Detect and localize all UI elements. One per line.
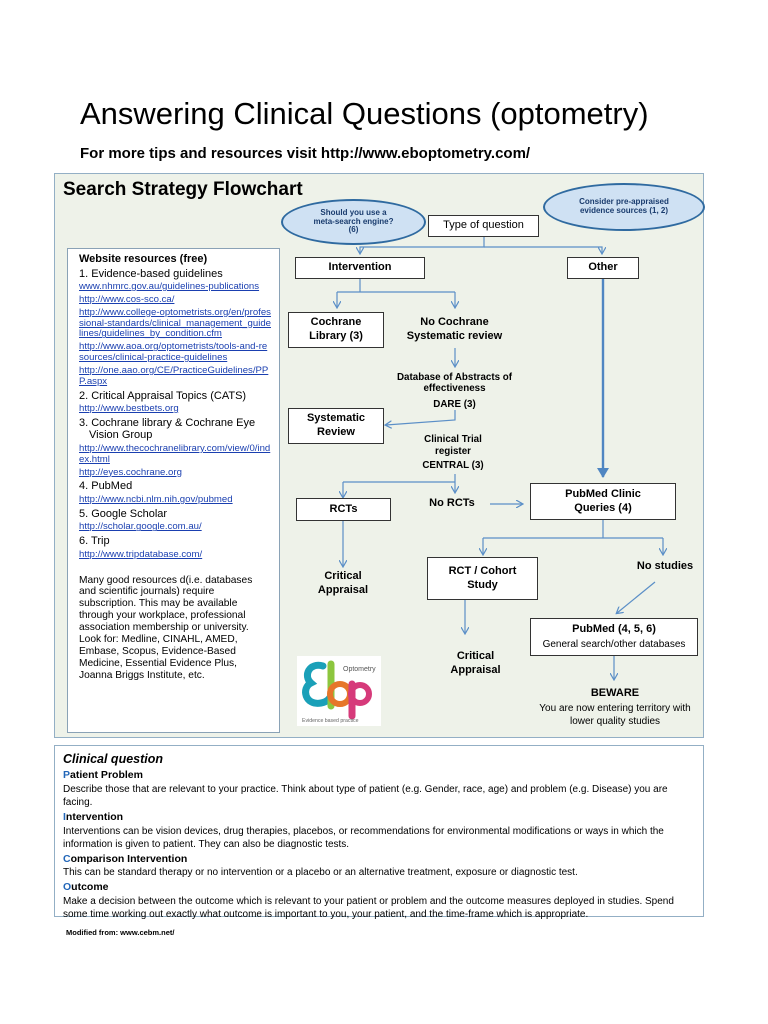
pico-description: Make a decision between the outcome whic… (63, 895, 674, 920)
pico-term-rest: omparison Intervention (70, 852, 188, 865)
cochrane-library-box: Cochrane Library (3) (288, 312, 384, 348)
pico-term-rest: ntervention (65, 810, 124, 823)
resources-heading: Website resources (free) (79, 253, 208, 265)
ebp-logo-icon: Optometry Evidence based practice (302, 660, 376, 724)
pubmed-general-box: PubMed (4, 5, 6) General search/other da… (530, 618, 698, 656)
resource-link[interactable]: http://www.bestbets.org (79, 403, 179, 415)
pubmed-general-subtitle: General search/other databases (542, 638, 686, 650)
central-line1: Clinical Trial register (424, 434, 482, 457)
beware-heading: BEWARE (590, 687, 640, 699)
resource-category-pubmed: 4. PubMed (79, 480, 133, 493)
dare-line2: DARE (3) (433, 398, 476, 410)
resource-link[interactable]: http://www.tripdatabase.com/ (79, 548, 203, 560)
resource-link[interactable]: http://eyes.cochrane.org (79, 466, 182, 478)
pico-term-rest: atient Problem (70, 769, 143, 782)
pico-description: This can be standard therapy or no inter… (63, 867, 578, 879)
central-text: Clinical Trial register CENTRAL (3) (407, 434, 499, 471)
resource-link[interactable]: http://www.cos-sco.ca/ (79, 293, 175, 305)
resource-link[interactable]: http://www.aoa.org/optometrists/tools-an… (79, 341, 268, 364)
no-cochrane-text: No Cochrane Systematic review (406, 316, 503, 342)
pico-term-patient: Patient Problem (63, 769, 695, 783)
resource-link[interactable]: http://www.thecochranelibrary.com/view/0… (79, 442, 271, 465)
pubmed-clinic-queries-box: PubMed Clinic Queries (4) (530, 483, 676, 520)
critical-appraisal-left: Critical Appraisal (317, 570, 369, 596)
page-subtitle: For more tips and resources visit http:/… (80, 145, 531, 162)
meta-search-bubble: Should you use a meta-search engine? (6) (281, 199, 426, 245)
no-rcts-text: No RCTs (429, 497, 475, 509)
resource-category-google-scholar: 5. Google Scholar (79, 507, 168, 520)
website-resources-panel: Website resources (free) 1. Evidence-bas… (67, 248, 280, 733)
type-of-question-box: Type of question (428, 215, 539, 237)
resource-category-guidelines: 1. Evidence-based guidelines (79, 267, 223, 280)
rct-cohort-box: RCT / Cohort Study (427, 557, 538, 600)
logo-label: Optometry (343, 666, 376, 673)
pico-description: Describe those that are relevant to your… (63, 783, 668, 808)
resource-link[interactable]: http://www.college-optometrists.org/en/p… (79, 306, 271, 340)
pubmed-general-title: PubMed (4, 5, 6) (572, 622, 656, 635)
critical-appraisal-mid: Critical Appraisal (450, 650, 501, 676)
pico-description: Interventions can be vision devices, dru… (63, 825, 664, 850)
page-title: Answering Clinical Questions (optometry) (80, 96, 649, 131)
pico-letter: P (63, 769, 71, 782)
clinical-question-title: Clinical question (63, 752, 164, 766)
resource-category-cochrane: 3. Cochrane library & Cochrane Eye Visio… (79, 416, 256, 442)
flowchart-title: Search Strategy Flowchart (63, 179, 303, 200)
pico-term-outcome: Outcome (63, 881, 695, 895)
pico-term-comparison: Comparison Intervention (63, 853, 695, 867)
central-line2: CENTRAL (3) (422, 459, 484, 471)
resource-category-cats: 2. Critical Appraisal Topics (CATS) (79, 389, 247, 402)
pico-letter: O (63, 881, 72, 894)
eboptometry-logo: Optometry Evidence based practice (297, 656, 381, 726)
pico-letter: I (63, 810, 66, 823)
resource-category-trip: 6. Trip (79, 535, 110, 548)
intervention-box: Intervention (295, 257, 425, 279)
logo-tagline: Evidence based practice (302, 718, 359, 724)
other-box: Other (567, 257, 639, 279)
pre-appraised-bubble: Consider pre-appraised evidence sources … (543, 183, 705, 231)
resource-link[interactable]: http://scholar.google.com.au/ (79, 521, 202, 533)
pico-term-rest: utcome (71, 881, 109, 894)
pico-term-intervention: Intervention (63, 811, 695, 825)
no-studies-text: No studies (636, 560, 694, 572)
clinical-question-panel: Clinical question Patient Problem Descri… (54, 745, 704, 920)
resource-link[interactable]: www.nhmrc.gov.au/guidelines-publications (79, 281, 260, 293)
beware-text: You are now entering territory with lowe… (539, 703, 691, 727)
resource-link[interactable]: http://one.aao.org/CE/PracticeGuidelines… (79, 364, 269, 387)
resource-link[interactable]: http://www.ncbi.nlm.nih.gov/pubmed (79, 493, 233, 505)
systematic-review-box: Systematic Review (288, 408, 384, 444)
dare-text: Database of Abstracts of effectiveness D… (392, 372, 517, 410)
rcts-box: RCTs (296, 498, 391, 521)
pico-letter: C (63, 852, 71, 865)
dare-line1: Database of Abstracts of effectiveness (396, 372, 513, 395)
footer-source: Modified from: www.cebm.net/ (66, 928, 175, 937)
subscription-note: Many good resources d(i.e. databases and… (79, 574, 253, 682)
